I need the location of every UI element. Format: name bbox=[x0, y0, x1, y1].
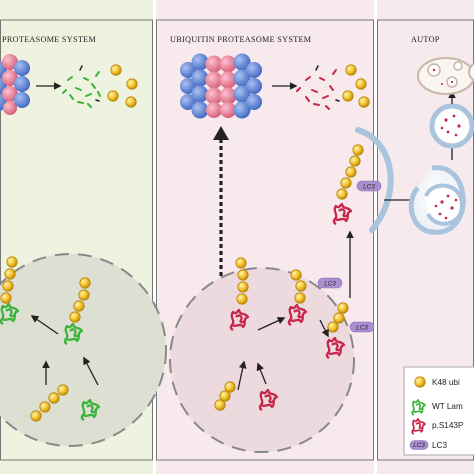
autolysosome-icon bbox=[417, 57, 474, 95]
left-proteasome-icon bbox=[0, 54, 30, 115]
arrow-to-proteasome bbox=[213, 126, 229, 140]
green-peptide-fragments-icon bbox=[62, 65, 101, 108]
lc3-label: LC3 bbox=[363, 184, 375, 191]
middle-nucleus bbox=[169, 267, 355, 453]
lc3-label: LC3 bbox=[324, 281, 336, 288]
lc3-label: LC3 bbox=[356, 325, 368, 332]
legend-ubiquitin-icon bbox=[414, 376, 426, 388]
legend-item-ubiquitin: K48 ubi bbox=[432, 378, 460, 387]
left-panel-title: PROTEASOME SYSTEM bbox=[2, 35, 96, 44]
svg-text:LC3: LC3 bbox=[413, 442, 425, 449]
left-nucleus bbox=[0, 253, 167, 447]
middle-panel-title: UBIQUITIN PROTEASOME SYSTEM bbox=[170, 35, 312, 44]
autophagosome-forming-icon bbox=[408, 165, 466, 235]
red-peptide-fragments-icon bbox=[296, 65, 340, 110]
autophagosome-icon bbox=[429, 103, 474, 149]
legend-item-mutant: p.S143P bbox=[432, 421, 464, 430]
proteasome-complex-icon bbox=[180, 53, 262, 119]
phagophore-membrane bbox=[355, 127, 394, 233]
legend-item-lc3: LC3 bbox=[432, 441, 447, 450]
right-panel-title: AUTOP bbox=[411, 35, 440, 44]
legend-item-wt: WT Lam bbox=[432, 402, 463, 411]
legend-lc3-icon: LC3 bbox=[409, 440, 429, 450]
